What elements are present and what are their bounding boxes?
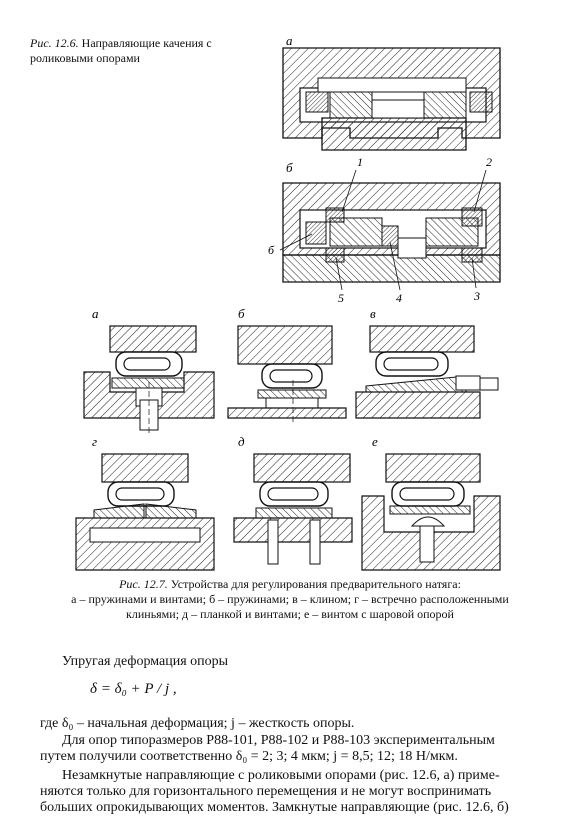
fig-12-7-label-e: е (372, 434, 378, 449)
fig-12-7-b-drawing (227, 325, 347, 424)
callout-3: 3 (473, 289, 480, 303)
paragraph-open-guides-line-3: больших опрокидывающих моментов. Замкнут… (40, 800, 509, 815)
callout-5: 5 (338, 291, 344, 305)
fig-12-7-a-drawing (83, 325, 215, 434)
figure-12-6-number: Рис. 12.6. (30, 36, 79, 50)
paragraph-open-guides: Незамкнутые направляющие с роликовыми оп… (40, 768, 550, 816)
figure-12-7-caption: Рис. 12.7. Устройства для регулирования … (20, 577, 560, 622)
figure-12-7-caption-line-3: клиньями; д – планкой и винтами; е – вин… (126, 607, 454, 621)
fig-12-6-a-label: а (286, 33, 293, 48)
paragraph-experimental-line-1: Для опор типоразмеров Р88-101, Р88-102 и… (62, 733, 495, 748)
fig-12-6-b-label: б (286, 160, 293, 175)
fig-12-7-label-d: д (238, 434, 245, 449)
paragraph-experimental: Для опор типоразмеров Р88-101, Р88-102 и… (40, 733, 550, 765)
figure-12-7-title: Устройства для регулирования предварител… (170, 577, 461, 591)
figure-12-6-title: Направляющие качения с роликовыми опорам… (30, 36, 212, 65)
technical-drawings: а б 1 2 3 4 5 б (75, 33, 501, 571)
callout-1: 1 (357, 155, 363, 169)
fig-12-7-e-drawing (361, 453, 501, 571)
paragraph-experimental-line-2: путем получили соответственно δ₀ = 2; 3;… (40, 749, 458, 764)
fig-12-7-d-drawing (233, 453, 353, 565)
figure-12-7-caption-line-2: а – пружинами и винтами; б – пружинами; … (71, 592, 509, 606)
fig-12-7-label-v: в (370, 306, 376, 321)
callout-4: 4 (396, 291, 402, 305)
paragraph-open-guides-line-1: Незамкнутые направляющие с роликовыми оп… (62, 768, 500, 783)
paragraph-definitions: где δ₀ – начальная деформация; j – жестк… (40, 716, 355, 731)
fig-12-7-label-a: а (92, 306, 99, 321)
fig-12-7-label-g: г (92, 434, 97, 449)
paragraph-open-guides-line-2: няются только для горизонтального переме… (40, 784, 492, 799)
formula-delta: δ = δ₀ + P / j , (90, 681, 177, 697)
paragraph-elastic-deformation: Упругая деформация опоры (62, 654, 229, 669)
fig-12-7-v-drawing (355, 325, 499, 419)
fig-12-6-b-drawing (279, 169, 501, 291)
fig-12-7-g-drawing (75, 453, 215, 571)
figure-12-7-number: Рис. 12.7. (119, 577, 168, 591)
figure-12-6-caption: Рис. 12.6. Направляющие качения с ролико… (30, 36, 260, 66)
callout-2: 2 (486, 155, 492, 169)
fig-12-6-a-drawing (282, 47, 501, 151)
callout-6: б (268, 243, 275, 257)
fig-12-7-label-b: б (238, 306, 245, 321)
